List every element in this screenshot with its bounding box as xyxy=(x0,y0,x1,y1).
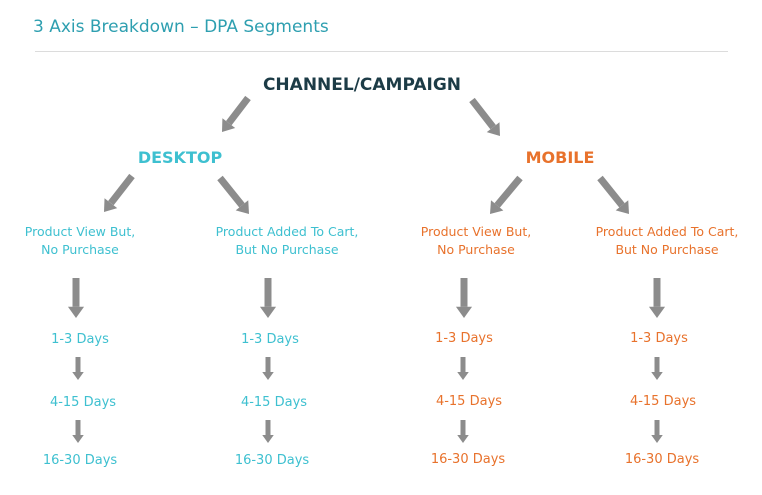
segment-line2: No Purchase xyxy=(437,242,515,257)
arrow-icon xyxy=(217,175,249,214)
arrow-icon xyxy=(648,278,666,318)
branch-desktop: DESKTOP xyxy=(137,148,223,167)
day-range: 1-3 Days xyxy=(241,332,299,347)
day-range: 16-30 Days xyxy=(624,452,700,467)
title-divider xyxy=(35,51,728,52)
mobile-product-view-segment: Product View But, No Purchase xyxy=(421,223,531,259)
day-range: 4-15 Days xyxy=(435,394,503,409)
arrow-icon xyxy=(455,278,473,318)
segment-line2: But No Purchase xyxy=(235,242,339,257)
arrow-icon xyxy=(67,278,85,318)
arrow-icon xyxy=(457,357,469,380)
arrow-icon xyxy=(469,97,500,136)
segment-line1: Product View But, xyxy=(420,224,532,239)
arrow-icon xyxy=(72,357,84,380)
day-range: 16-30 Days xyxy=(430,452,506,467)
day-range: 1-3 Days xyxy=(435,331,493,346)
arrow-icon xyxy=(259,278,277,318)
branch-mobile: MOBILE xyxy=(525,148,595,167)
root-node-channel-campaign: CHANNEL/CAMPAIGN xyxy=(262,75,462,95)
day-range: 16-30 Days xyxy=(42,453,118,468)
segment-line1: Product View But, xyxy=(24,224,136,239)
arrow-icon xyxy=(651,357,663,380)
mobile-added-to-cart-segment: Product Added To Cart, But No Purchase xyxy=(596,223,739,259)
arrow-icon xyxy=(72,420,84,443)
segment-line2: But No Purchase xyxy=(615,242,719,257)
day-range: 16-30 Days xyxy=(234,453,310,468)
arrow-icon xyxy=(490,175,523,214)
page-title: 3 Axis Breakdown – DPA Segments xyxy=(33,17,329,37)
segment-line2: No Purchase xyxy=(41,242,119,257)
day-range: 1-3 Days xyxy=(630,331,688,346)
arrow-icon xyxy=(104,173,135,212)
arrow-icon xyxy=(457,420,469,443)
arrow-icon xyxy=(262,357,274,380)
desktop-product-view-segment: Product View But, No Purchase xyxy=(25,223,135,259)
day-range: 4-15 Days xyxy=(629,394,697,409)
arrow-icon xyxy=(222,95,251,132)
desktop-added-to-cart-segment: Product Added To Cart, But No Purchase xyxy=(216,223,359,259)
arrow-icon xyxy=(651,420,663,443)
day-range: 4-15 Days xyxy=(49,395,117,410)
arrow-icon xyxy=(597,175,629,214)
day-range: 4-15 Days xyxy=(240,395,308,410)
segment-line1: Product Added To Cart, xyxy=(595,224,739,239)
segment-line1: Product Added To Cart, xyxy=(215,224,359,239)
arrow-icon xyxy=(262,420,274,443)
day-range: 1-3 Days xyxy=(51,332,109,347)
